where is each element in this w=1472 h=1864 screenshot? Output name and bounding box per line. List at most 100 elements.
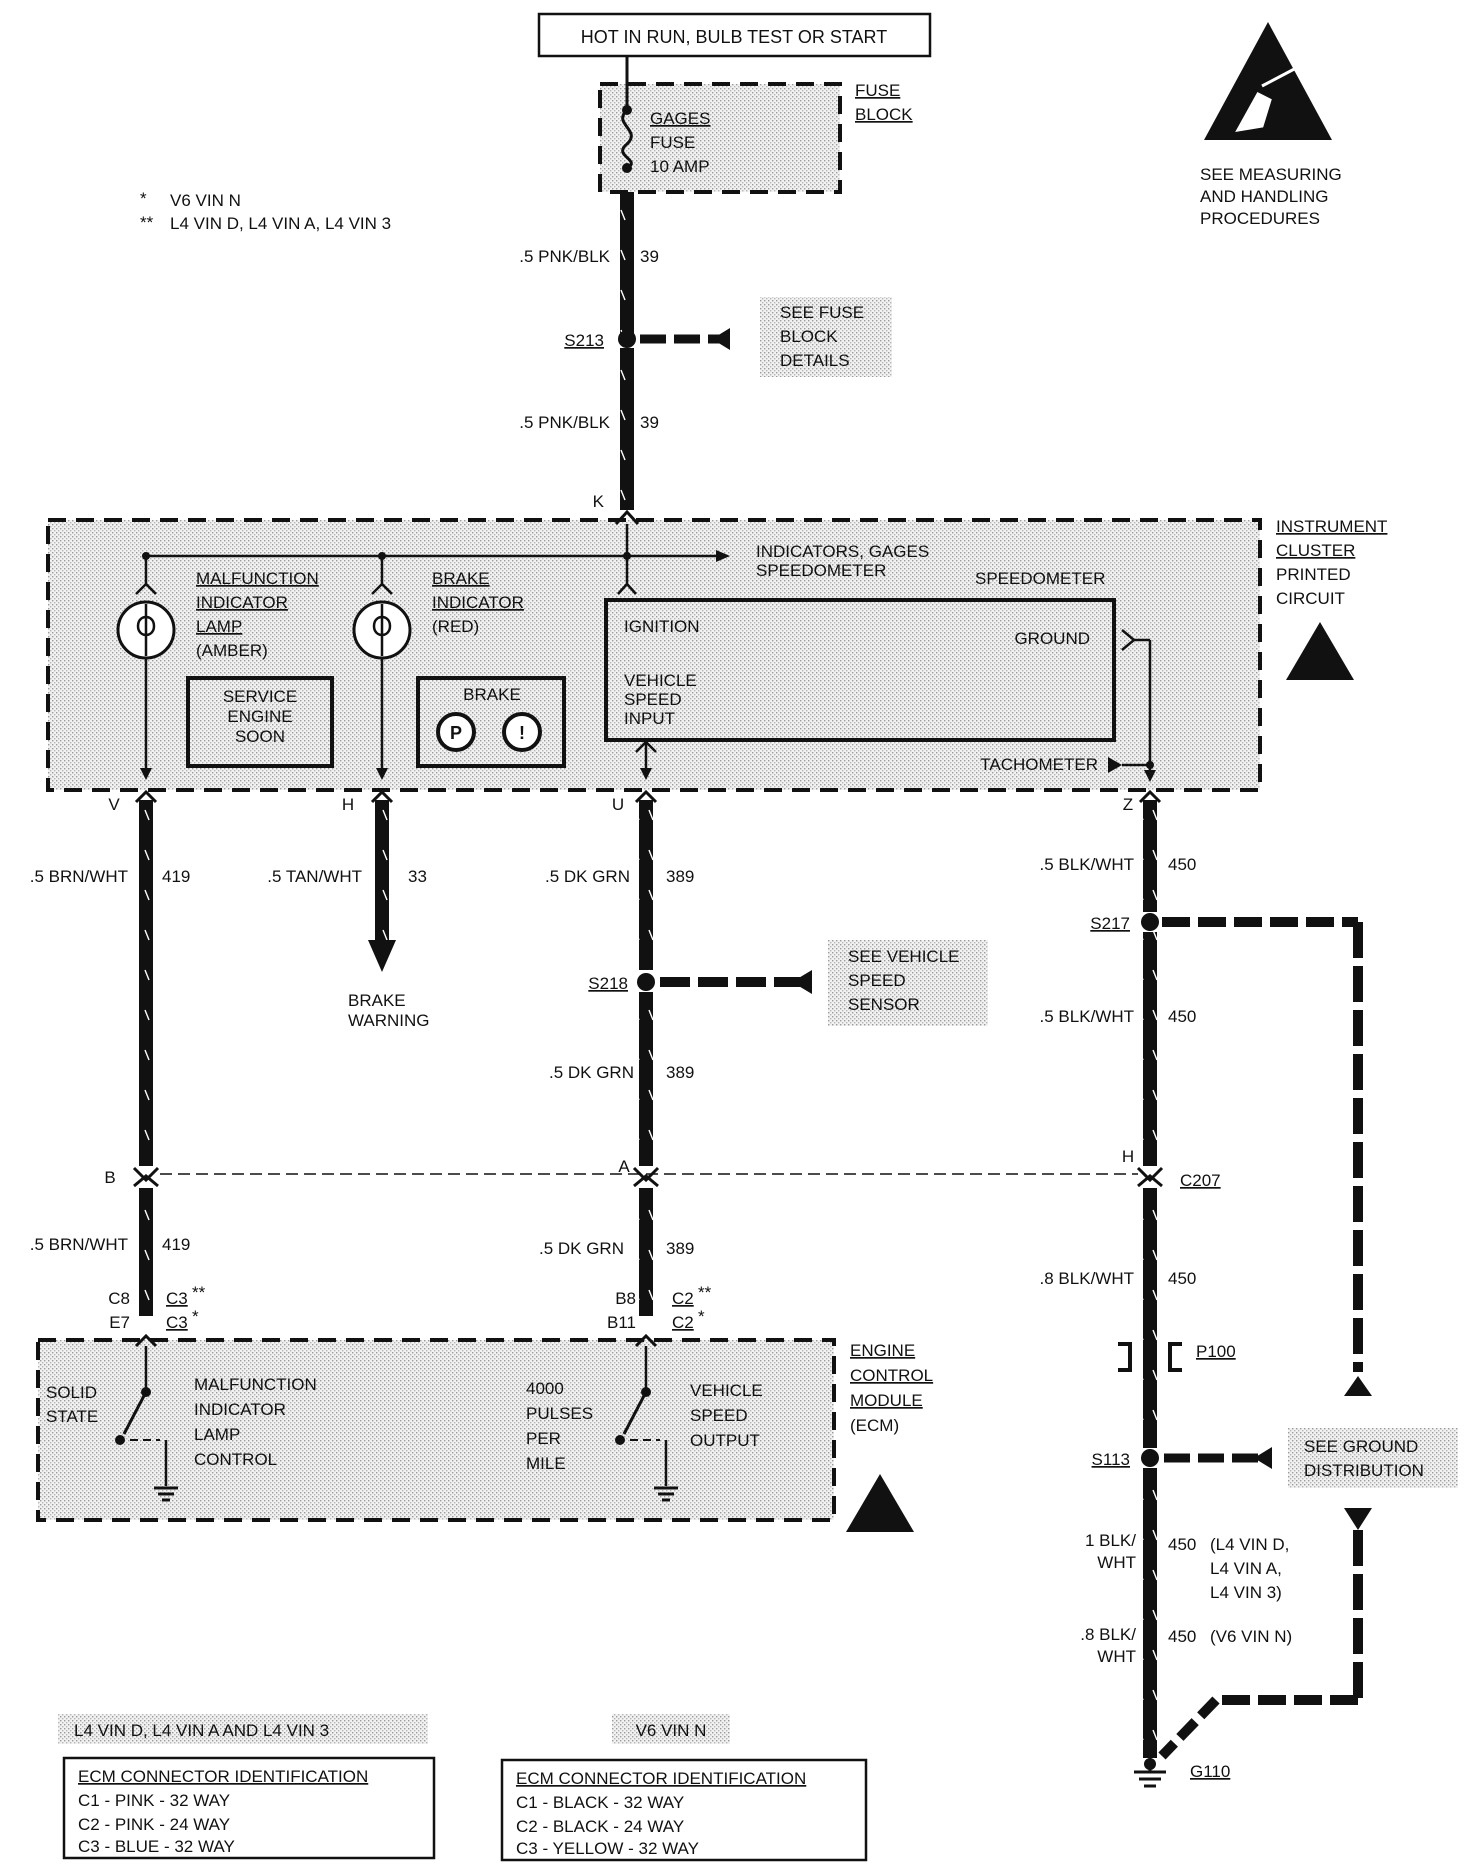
vss-callout-2: SPEED (848, 971, 906, 990)
splice-s217 (1141, 913, 1159, 931)
ground-distribution-callout (1288, 1428, 1458, 1488)
wire-450-mid-circuit: 450 (1168, 1007, 1196, 1026)
pin-v-connector (134, 789, 158, 804)
splice-s213-label: S213 (564, 331, 604, 350)
mil-label-1: MALFUNCTION (196, 569, 319, 588)
solid-state-1: SOLID (46, 1383, 97, 1402)
pulses-3: PER (526, 1429, 561, 1448)
wire-450-08b-circuit: 450 (1168, 1627, 1196, 1646)
vso-ground-icon (654, 1486, 678, 1502)
wire-39-upper-color: .5 PNK/BLK (519, 247, 610, 266)
left-table-heading: L4 VIN D, L4 VIN A AND L4 VIN 3 (74, 1721, 329, 1740)
pin-u-connector (634, 789, 658, 804)
left-table-title: ECM CONNECTOR IDENTIFICATION (78, 1767, 368, 1786)
wire-389-mid-color: .5 DK GRN (549, 1063, 634, 1082)
wire-450-lower (1143, 1188, 1157, 1448)
pin-z-connector (1138, 789, 1162, 804)
ecm-pin-mil-connector (134, 1333, 158, 1348)
ecm-conn-c3-d: C3 (166, 1313, 188, 1332)
ecm-conn-c2-d-mark: * (698, 1307, 705, 1326)
wire-39-upper-circuit: 39 (640, 247, 659, 266)
cluster-title-1: INSTRUMENT (1276, 517, 1387, 536)
mil-switch-blade (122, 1391, 148, 1435)
right-table-row-1: C1 - BLACK - 32 WAY (516, 1793, 684, 1812)
ecm-conn-c3-d-mark: * (192, 1307, 199, 1326)
cluster-pin-h: H (342, 795, 354, 814)
s217-branch-ground-arrow (1344, 1376, 1372, 1396)
ecm-title-4: (ECM) (850, 1416, 899, 1435)
ecm-conn-c2-d: C2 (672, 1313, 694, 1332)
ecm-pin-b11: B11 (607, 1313, 636, 1332)
brake-upper-connector (371, 582, 393, 595)
mil-control-1: MALFUNCTION (194, 1375, 317, 1394)
wire-450-1-note-1: (L4 VIN D, (1210, 1535, 1289, 1554)
left-table-row-3: C3 - BLUE - 32 WAY (78, 1837, 235, 1856)
wire-450-1-note-2: L4 VIN A, (1210, 1559, 1282, 1578)
ecm-title-1: ENGINE (850, 1341, 915, 1360)
ecm-conn-c2-dd: C2 (672, 1289, 694, 1308)
wire-419-upper-circuit: 419 (162, 867, 190, 886)
wire-450-upper-circuit: 450 (1168, 855, 1196, 874)
wire-419-upper-color: .5 BRN/WHT (30, 867, 128, 886)
c207-pin-b-icon (132, 1166, 160, 1188)
left-table-heading-bg (58, 1714, 428, 1744)
indicators-arrow-icon (716, 550, 730, 562)
mil-output-arrow (140, 768, 152, 780)
vss-input-connector (635, 740, 657, 753)
vss-callout (828, 940, 988, 1026)
brake-box-label: BRAKE (463, 685, 521, 704)
right-table-title: ECM CONNECTOR IDENTIFICATION (516, 1769, 806, 1788)
cluster-input-connector-k (614, 509, 640, 526)
right-connector-table (500, 1758, 868, 1862)
cluster-title-3: PRINTED (1276, 565, 1351, 584)
right-table-heading-bg (612, 1714, 730, 1744)
wire-450-08-circuit: 450 (1168, 1269, 1196, 1288)
wire-389-mid-circuit: 389 (666, 1063, 694, 1082)
indicators-label-1: INDICATORS, GAGES (756, 542, 929, 561)
mil-control-4: CONTROL (194, 1450, 277, 1469)
wire-39-lower (620, 348, 634, 510)
wire-450-1-gauge-1: 1 BLK/ (1085, 1531, 1136, 1550)
ground-dist-1: SEE GROUND (1304, 1437, 1418, 1456)
speedo-ignition-connector (617, 582, 637, 595)
c207-pin-a-icon (632, 1166, 660, 1188)
speedometer-box (604, 598, 1116, 742)
brake-label-3: (RED) (432, 617, 479, 636)
splice-s217-label: S217 (1090, 914, 1130, 933)
fuse-details-3: DETAILS (780, 351, 850, 370)
ses-label-2: ENGINE (227, 707, 292, 726)
fuse-details-1: SEE FUSE (780, 303, 864, 322)
fuse-block-title-2: BLOCK (855, 105, 913, 124)
ignition-label: IGNITION (624, 617, 700, 636)
ecm-pin-b8: B8 (615, 1289, 636, 1308)
p100-left-bracket (1118, 1342, 1132, 1372)
splice-s218-label: S218 (588, 974, 628, 993)
mil-label-3: LAMP (196, 617, 242, 636)
vso-1: VEHICLE (690, 1381, 763, 1400)
esd-note-1: SEE MEASURING (1200, 165, 1342, 184)
g110-node (1144, 1758, 1156, 1770)
wire-450-08-color: .8 BLK/WHT (1040, 1269, 1134, 1288)
legend-single-text: V6 VIN N (170, 191, 241, 210)
splice-s113-label: S113 (1092, 1450, 1130, 1469)
wire-450-upper (1143, 800, 1157, 912)
mil-upper-connector (135, 582, 157, 595)
wire-450-mid (1143, 932, 1157, 1166)
s213-callout-arrow (712, 328, 730, 350)
left-table-row-1: C1 - PINK - 32 WAY (78, 1791, 230, 1810)
vss-input-3: INPUT (624, 709, 675, 728)
brake-label-1: BRAKE (432, 569, 490, 588)
ground-dist-2: DISTRIBUTION (1304, 1461, 1424, 1480)
wire-389-lower (639, 1188, 653, 1316)
wire-389-upper (639, 800, 653, 970)
ecm-pin-c8: C8 (108, 1289, 130, 1308)
mil-label-2: INDICATOR (196, 593, 288, 612)
g110-branch-diag (1158, 1696, 1220, 1760)
tachometer-arrow-icon (1108, 757, 1122, 773)
wire-450-08b-note: (V6 VIN N) (1210, 1627, 1292, 1646)
right-table-row-2: C2 - BLACK - 24 WAY (516, 1817, 684, 1836)
brake-warning-1: BRAKE (348, 991, 406, 1010)
esd-note-3: PROCEDURES (1200, 209, 1320, 228)
brake-output-arrow (376, 768, 388, 780)
brake-label-2: INDICATOR (432, 593, 524, 612)
